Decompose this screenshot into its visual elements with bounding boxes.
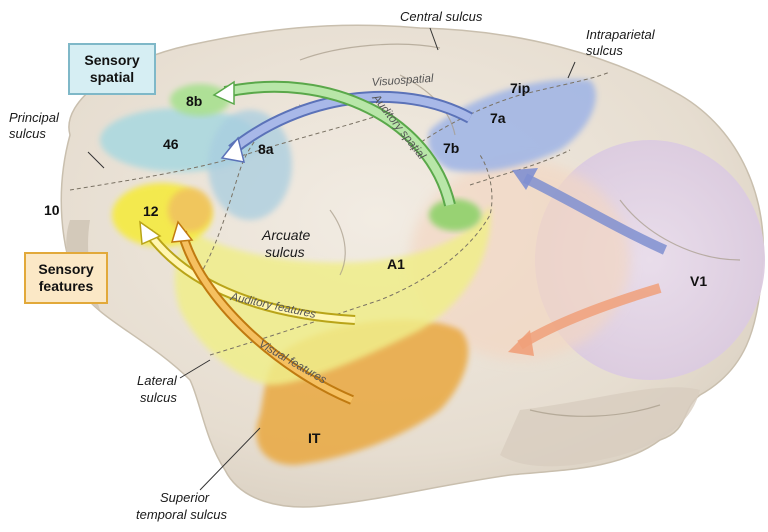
intraparietal-sulcus-label-2: sulcus xyxy=(586,43,623,58)
area-46-label: 46 xyxy=(163,136,179,152)
area-10-label: 10 xyxy=(44,202,60,218)
area-12-label: 12 xyxy=(143,203,159,219)
sensory-features-box: Sensory features xyxy=(24,252,108,304)
sensory-spatial-line1: Sensory xyxy=(84,52,139,69)
central-sulcus-label: Central sulcus xyxy=(400,9,482,24)
arcuate-sulcus-label-2: sulcus xyxy=(265,245,305,260)
lateral-sulcus-label-1: Lateral xyxy=(137,373,177,388)
area-7a-label: 7a xyxy=(490,110,506,126)
sensory-spatial-line2: spatial xyxy=(90,69,134,86)
sensory-spatial-box: Sensory spatial xyxy=(68,43,156,95)
area-v1-label: V1 xyxy=(690,273,707,289)
area-it-label: IT xyxy=(308,430,320,446)
area-7ip-label: 7ip xyxy=(510,80,530,96)
area-8a-label: 8a xyxy=(258,141,274,157)
principal-sulcus-label-2: sulcus xyxy=(9,126,46,141)
intraparietal-sulcus-label-1: Intraparietal xyxy=(586,27,655,42)
area-7b-label: 7b xyxy=(443,140,459,156)
sts-label-2: temporal sulcus xyxy=(136,507,227,522)
arcuate-sulcus-label-1: Arcuate xyxy=(262,228,310,243)
area-8b-label: 8b xyxy=(186,93,202,109)
sensory-features-line2: features xyxy=(39,278,93,295)
lateral-sulcus-label-2: sulcus xyxy=(140,390,177,405)
sensory-features-line1: Sensory xyxy=(38,261,93,278)
area-a1-label: A1 xyxy=(387,256,405,272)
principal-sulcus-label-1: Principal xyxy=(9,110,59,125)
sts-label-1: Superior xyxy=(160,490,209,505)
